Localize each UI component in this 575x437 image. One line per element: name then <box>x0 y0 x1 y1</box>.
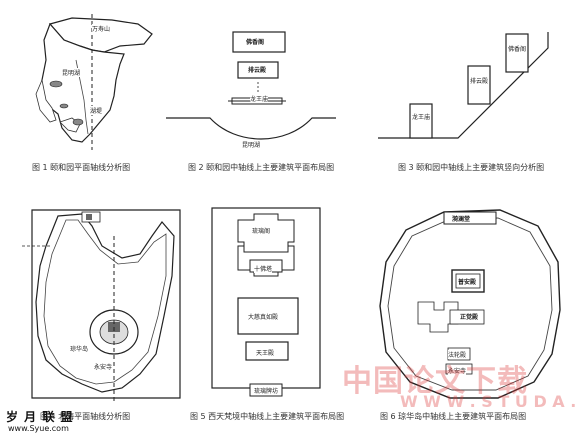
figure-3-section-outline <box>378 32 549 139</box>
figure-6-caption: 图 6 琼华岛中轴线上主要建筑平面布局图 <box>380 412 527 421</box>
figure-1-caption: 图 1 颐和园平面轴线分析图 <box>32 163 131 172</box>
figure-6-panel: 漪澜堂 普安殿 正觉殿 法轮殿 永安寺 <box>374 206 566 402</box>
figure-1-plan-outline <box>35 14 153 150</box>
figure-1-panel: 万寿山 昆明湖 湖堤 <box>20 10 170 158</box>
watermark-left-cn: 岁 月 联 盟 <box>6 410 74 424</box>
label-puan-hall: 普安殿 <box>458 277 477 286</box>
figure-3-panel: 龙王庙 排云殿 佛香阁 <box>372 18 562 148</box>
figure-4-panel: 琼华岛 永安寺 <box>22 206 192 402</box>
figure-4-caption: 图 4 北海平面轴线分析图 <box>40 412 131 421</box>
label-causeway: 湖堤 <box>90 106 103 115</box>
label-zhengjue-hall: 正觉殿 <box>460 312 479 321</box>
label-main-hall: 大慈真如殿 <box>248 312 279 321</box>
label-mid-building: 排云殿 <box>470 76 489 85</box>
label-temple: 永安寺 <box>94 362 113 371</box>
label-falun-hall: 法轮殿 <box>448 350 467 359</box>
figure-5-plan-outline <box>211 207 321 397</box>
label-lake-2: 昆明湖 <box>242 140 261 149</box>
label-mountain: 万寿山 <box>92 24 111 33</box>
label-archway: 琉璃牌坊 <box>254 386 279 395</box>
label-pavilion: 佛香阁 <box>246 37 265 46</box>
label-yongan-temple: 永安寺 <box>448 366 467 375</box>
label-lake: 昆明湖 <box>62 68 81 77</box>
figure-2-caption: 图 2 颐和园中轴线上主要建筑平面布局图 <box>188 163 335 172</box>
watermark-right-url: W W W . S T U D A . <box>400 392 575 411</box>
label-gate: 龙王庙 <box>250 94 269 103</box>
label-low-building: 龙王庙 <box>412 112 431 121</box>
watermark-left-url: www.Syue.com <box>8 424 69 433</box>
label-heavenly-king-hall: 天王殿 <box>256 348 275 357</box>
watermark-right-cn: 中国论文下载 <box>342 364 528 399</box>
label-pagoda: 十佛塔 <box>254 264 273 273</box>
figure-3-caption: 图 3 颐和园中轴线上主要建筑竖向分析图 <box>398 163 545 172</box>
label-glazed-pavilion: 琉璃阁 <box>252 226 271 235</box>
figure-4-plan-outline <box>22 209 181 402</box>
figure-5-caption: 图 5 西天梵境中轴线上主要建筑平面布局图 <box>190 412 345 421</box>
label-high-building: 佛香阁 <box>508 44 527 53</box>
figure-2-panel: 佛香阁 排云殿 龙王庙 昆明湖 <box>166 22 336 160</box>
figure-5-panel: 琉璃阁 十佛塔 大慈真如殿 天王殿 琉璃牌坊 <box>210 206 322 402</box>
label-hall: 排云殿 <box>248 65 267 74</box>
label-yilan-hall: 漪澜堂 <box>452 214 471 223</box>
label-island: 琼华岛 <box>70 344 89 353</box>
